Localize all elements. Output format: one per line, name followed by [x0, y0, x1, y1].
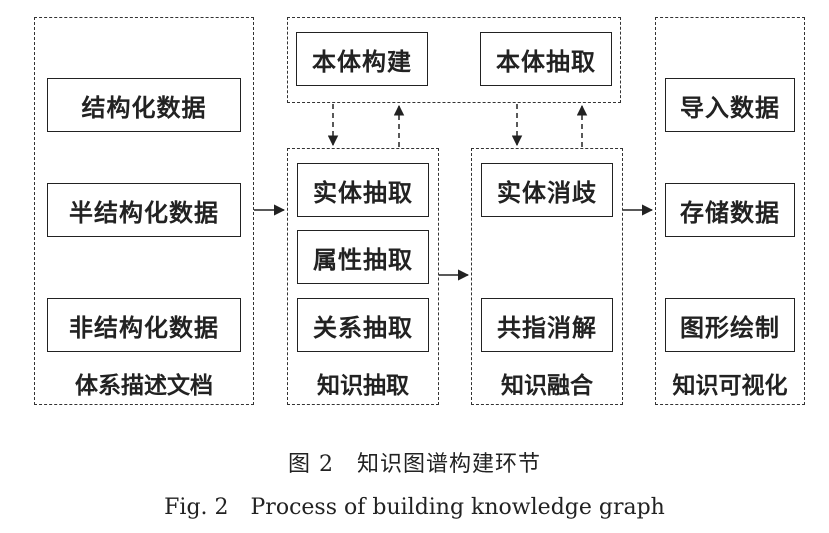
- group-knowledge-extraction: [287, 148, 439, 405]
- box-store-data: 存储数据: [665, 183, 795, 237]
- box-attribute-extraction: 属性抽取: [297, 230, 429, 284]
- group-knowledge-fusion: [471, 148, 623, 405]
- box-entity-disambiguation: 实体消歧: [481, 163, 613, 217]
- box-import-data: 导入数据: [665, 78, 795, 132]
- group-source-documents: [34, 17, 254, 405]
- box-ontology-construction: 本体构建: [296, 32, 428, 86]
- box-draw-graph: 图形绘制: [665, 298, 795, 352]
- box-entity-extraction: 实体抽取: [297, 163, 429, 217]
- box-unstructured-data: 非结构化数据: [47, 298, 241, 352]
- box-relation-extraction: 关系抽取: [297, 298, 429, 352]
- box-semi-structured-data: 半结构化数据: [47, 183, 241, 237]
- box-structured-data: 结构化数据: [47, 78, 241, 132]
- group-fusion-label: 知识融合: [501, 372, 593, 399]
- group-extraction-label: 知识抽取: [317, 372, 409, 399]
- figure-caption-en: Fig. 2 Process of building knowledge gra…: [164, 495, 665, 520]
- box-coreference-resolution: 共指消解: [481, 298, 613, 352]
- group-ontology: [287, 17, 621, 103]
- figure-caption-cn: 图 2 知识图谱构建环节: [288, 452, 541, 477]
- box-ontology-extraction: 本体抽取: [480, 32, 612, 86]
- group-visualization-label: 知识可视化: [672, 372, 788, 399]
- group-source-label: 体系描述文档: [75, 372, 213, 399]
- group-knowledge-visualization: [655, 17, 805, 405]
